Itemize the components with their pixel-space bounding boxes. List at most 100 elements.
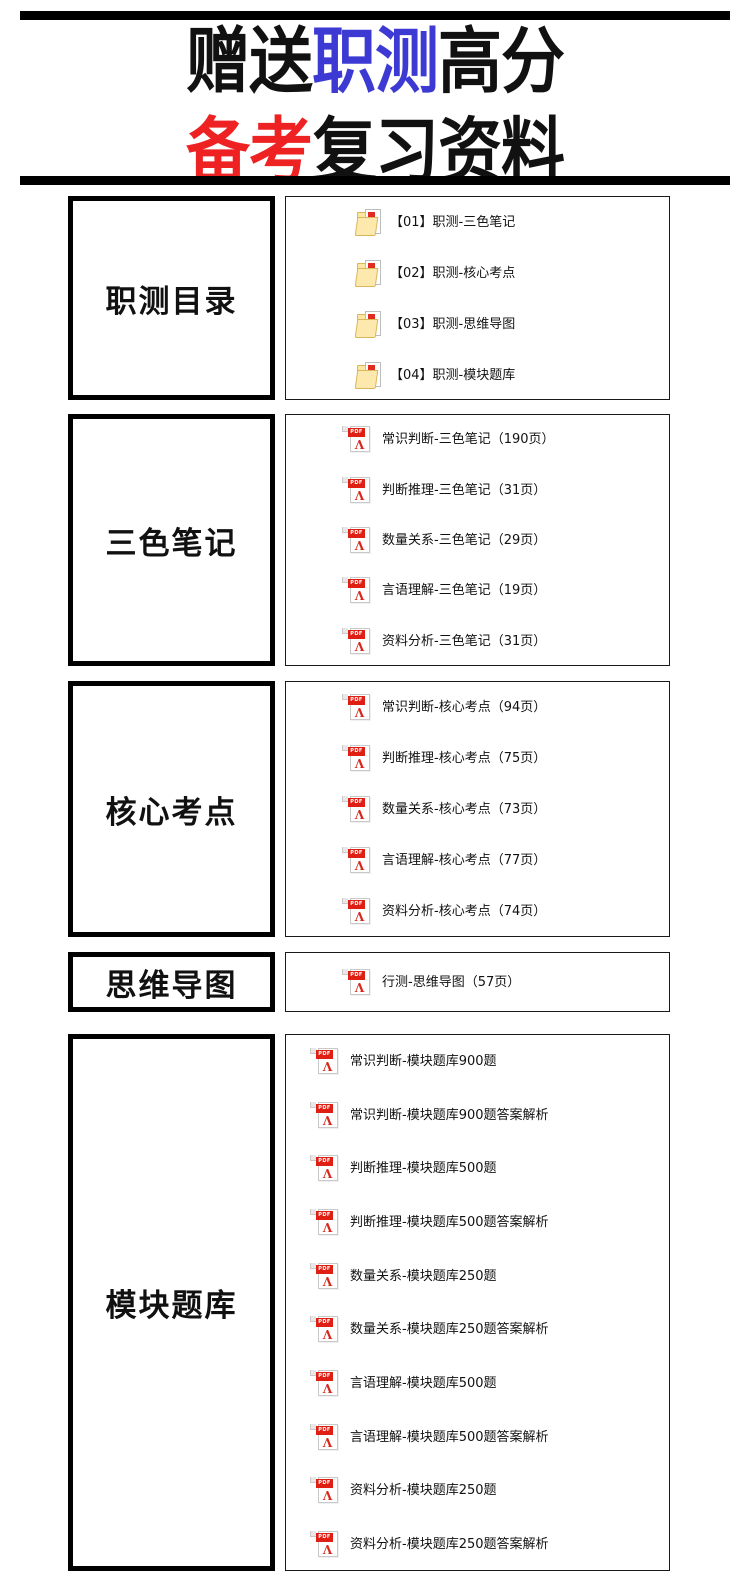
section-label-box: 核心考点 (68, 681, 275, 937)
header-banner: 赠送职测高分 备考复习资料 (0, 0, 750, 194)
file-item-label: 【02】职测-核心考点 (390, 265, 516, 281)
file-list-item[interactable]: 【04】职测-模块题库 (286, 350, 669, 401)
file-item-label: 判断推理-模块题库500题 (350, 1161, 497, 1177)
section-label-box: 三色笔记 (68, 414, 275, 666)
header-title-block: 赠送职测高分 备考复习资料 (0, 16, 750, 194)
file-item-label: 资料分析-三色笔记（31页） (382, 633, 547, 649)
file-item-label: 言语理解-三色笔记（19页） (382, 583, 547, 599)
file-item-label: 数量关系-核心考点（73页） (382, 801, 547, 817)
file-list-item[interactable]: 【03】职测-思维导图 (286, 299, 669, 350)
file-item-label: 言语理解-核心考点（77页） (382, 853, 547, 869)
file-list-item[interactable]: 【01】职测-三色笔记 (286, 197, 669, 248)
file-item-label: 【03】职测-思维导图 (390, 316, 516, 332)
section-label: 思维导图 (105, 967, 238, 1004)
file-item-label: 判断推理-模块题库500题答案解析 (350, 1214, 549, 1230)
file-item-label: 【01】职测-三色笔记 (390, 214, 516, 230)
file-icon-slot (354, 208, 382, 238)
file-item-label: 行测-思维导图（57页） (382, 975, 521, 990)
file-item-label: 常识判断-三色笔记（190页） (382, 432, 555, 448)
file-icon-slot (354, 361, 382, 391)
section-1: 职测目录 【01】职测-三色笔记【02】职测-核心考点【03】职测-思维导图【04… (0, 196, 750, 400)
section-label: 核心考点 (105, 794, 238, 831)
section-label-box: 思维导图 (68, 952, 275, 1012)
file-item-label: 常识判断-模块题库900题答案解析 (350, 1107, 549, 1123)
file-icon-slot (354, 310, 382, 340)
section-label: 三色笔记 (105, 525, 238, 562)
section-items-panel: 【01】职测-三色笔记【02】职测-核心考点【03】职测-思维导图【04】职测-… (285, 196, 670, 400)
file-icon-slot (354, 259, 382, 289)
file-item-label: 【04】职测-模块题库 (390, 367, 516, 383)
header-title-run-0: 赠送 (186, 21, 313, 105)
header-rule-top (20, 11, 730, 20)
file-item-label: 数量关系-三色笔记（29页） (382, 532, 547, 548)
file-item-label: 常识判断-核心考点（94页） (382, 699, 547, 715)
file-item-label: 资料分析-模块题库250题 (350, 1483, 497, 1499)
file-item-label: 常识判断-模块题库900题 (350, 1053, 497, 1069)
section-label: 模块题库 (105, 1288, 238, 1324)
header-title-line-1: 赠送职测高分 (0, 20, 750, 105)
file-list-item[interactable]: 【02】职测-核心考点 (286, 248, 669, 299)
file-item-label: 判断推理-三色笔记（31页） (382, 482, 547, 498)
section-label-box: 职测目录 (68, 196, 275, 400)
file-item-label: 资料分析-核心考点（74页） (382, 904, 547, 920)
file-item-label: 言语理解-模块题库500题 (350, 1375, 497, 1391)
file-item-label: 判断推理-核心考点（75页） (382, 750, 547, 766)
header-rule-bottom (20, 176, 730, 185)
file-item-label: 数量关系-模块题库250题 (350, 1268, 497, 1284)
section-label: 职测目录 (105, 283, 238, 320)
file-item-label: 数量关系-模块题库250题答案解析 (350, 1322, 549, 1338)
header-title-run-2: 高分 (438, 21, 565, 105)
header-title-run-1: 职测 (312, 21, 439, 105)
file-item-label: 资料分析-模块题库250题答案解析 (350, 1537, 549, 1553)
file-item-label: 言语理解-模块题库500题答案解析 (350, 1429, 549, 1445)
